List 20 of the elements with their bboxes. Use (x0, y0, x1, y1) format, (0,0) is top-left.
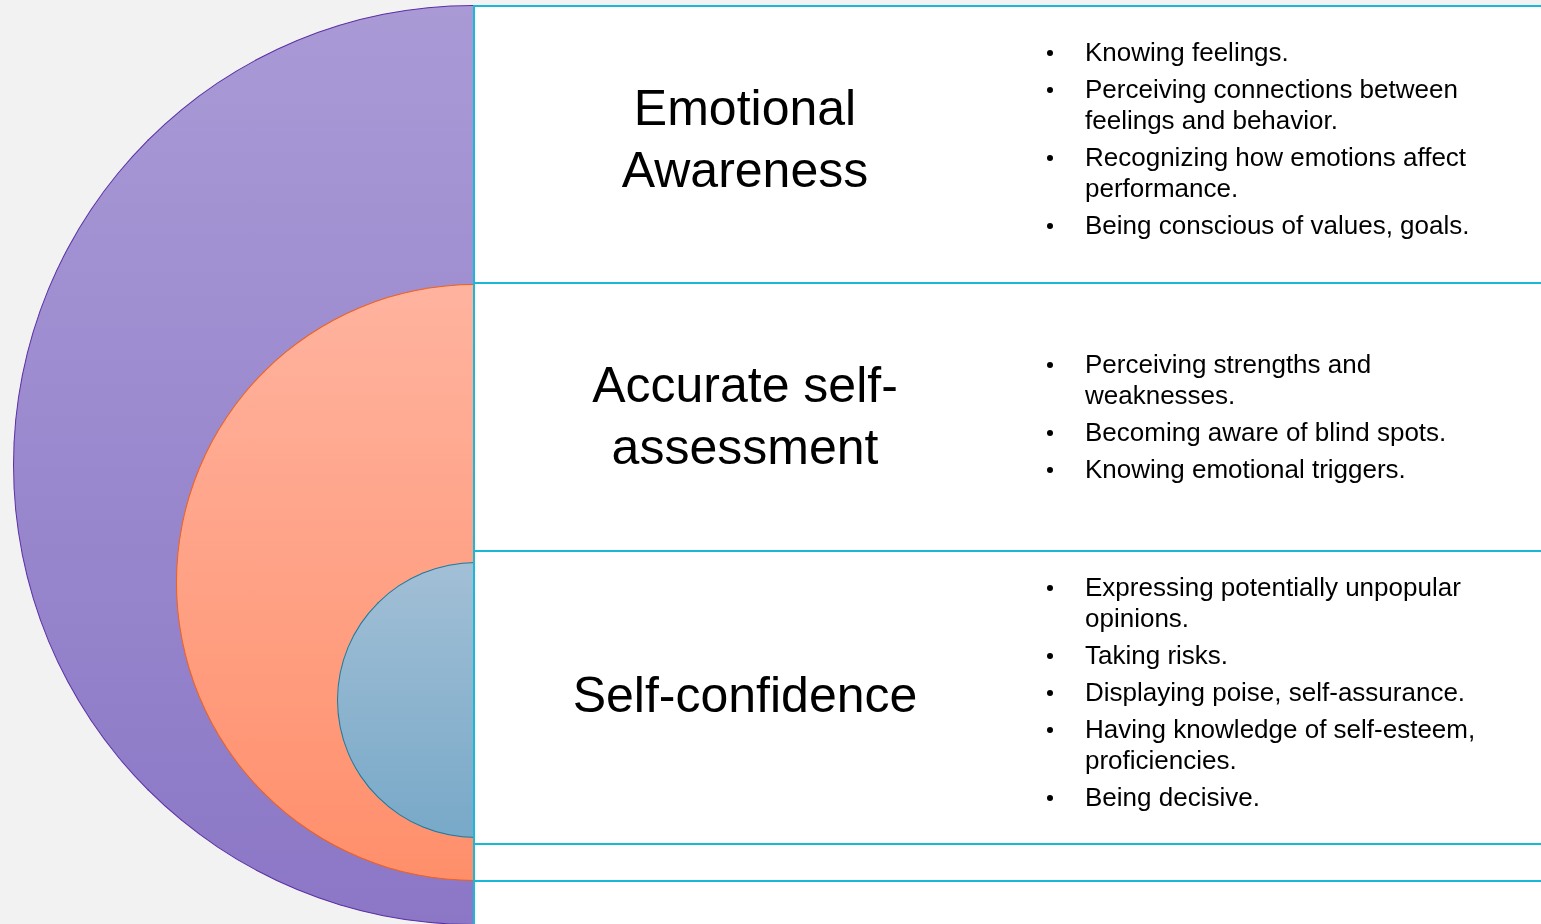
bullet-text: Displaying poise, self-assurance. (1085, 677, 1466, 707)
bullet-text: Knowing emotional triggers. (1085, 454, 1406, 484)
bullet-text: Being conscious of values, goals. (1085, 210, 1470, 240)
bullet-text: Taking risks. (1085, 640, 1229, 670)
row-heading: Emotional Awareness (620, 79, 870, 200)
bullet-text: Becoming aware of blind spots. (1085, 417, 1447, 447)
empty-band (473, 880, 1541, 924)
row-band (473, 5, 1541, 284)
bullet-text: Having knowledge of self-esteem, proficiencies. (1085, 714, 1476, 775)
bullet-text: Expressing potentially unpopular opinions. (1085, 572, 1461, 633)
bullet-text: Knowing feelings. (1085, 37, 1289, 67)
bullet-text: Perceiving strengths and weaknesses. (1085, 349, 1372, 410)
bullet-text: Being decisive. (1085, 782, 1260, 812)
bullet-text: Recognizing how emotions affect performance. (1085, 142, 1467, 203)
bullet-text: Perceiving connections between feelings and behavior. (1085, 74, 1458, 135)
row-heading: Accurate self-assessment (591, 356, 899, 477)
row-band (473, 550, 1541, 845)
row-band (473, 282, 1541, 552)
row-heading: Self-confidence (571, 666, 919, 725)
empty-band (473, 843, 1541, 882)
